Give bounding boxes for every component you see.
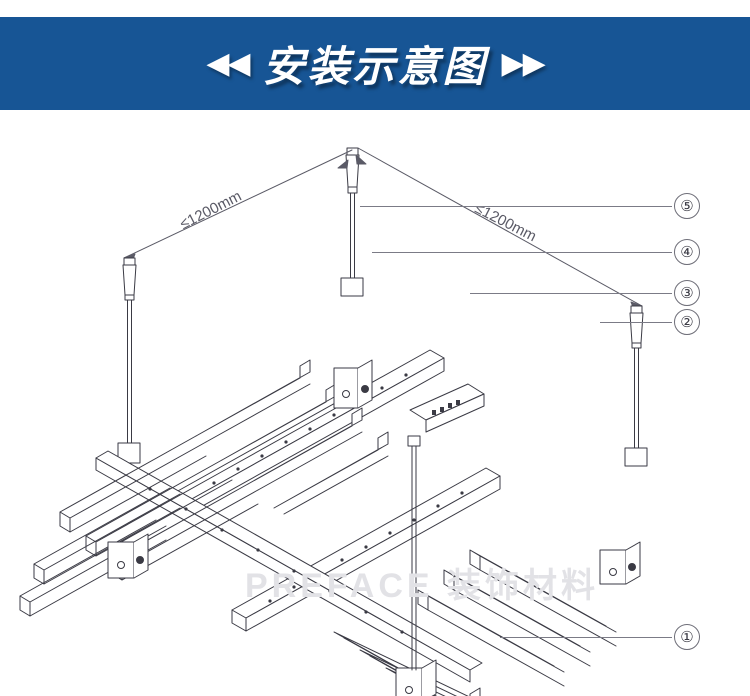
baffle-slat-bank-left-edge <box>19 487 181 617</box>
right-hanger-assembly <box>624 305 648 467</box>
callout-2[interactable]: ② <box>674 309 700 335</box>
leader-line-4 <box>372 252 672 253</box>
callout-3[interactable]: ③ <box>674 280 700 306</box>
baffle-slat-bank-upper-left <box>59 435 259 581</box>
callout-4[interactable]: ④ <box>674 239 700 265</box>
center-rod-lower <box>407 435 421 671</box>
installation-diagram: ≤1200mm ≤1200mm PREFACE 装饰材料 ⑤ ④ ③ ② ① <box>0 110 750 696</box>
hanger-clip-bottom <box>395 659 437 696</box>
left-arrows-icon: ◀◀ <box>206 46 250 80</box>
leader-line-1 <box>500 637 672 638</box>
hanger-clip-left <box>107 533 149 579</box>
cross-carrier-channel-upper <box>95 450 483 683</box>
callout-5[interactable]: ⑤ <box>674 193 700 219</box>
leader-line-3 <box>470 293 672 294</box>
right-arrows-icon: ▶▶ <box>501 46 546 80</box>
hanger-clip-center <box>333 359 373 409</box>
header-banner: ◀◀ 安装示意图 ▶▶ <box>0 17 750 110</box>
leader-line-5 <box>360 206 672 207</box>
hanger-clip-right <box>599 541 641 585</box>
left-hanger-assembly <box>117 257 141 464</box>
baffle-slat-bank-right <box>417 549 617 687</box>
center-hanger-assembly <box>340 147 364 297</box>
diagram-vector-canvas <box>19 147 648 696</box>
page-title: 安装示意图 <box>262 42 488 91</box>
baffle-slat-bank-top <box>195 359 389 515</box>
leader-line-2 <box>600 322 672 323</box>
splice-connector-plate <box>409 383 485 433</box>
callout-1[interactable]: ① <box>674 624 700 650</box>
